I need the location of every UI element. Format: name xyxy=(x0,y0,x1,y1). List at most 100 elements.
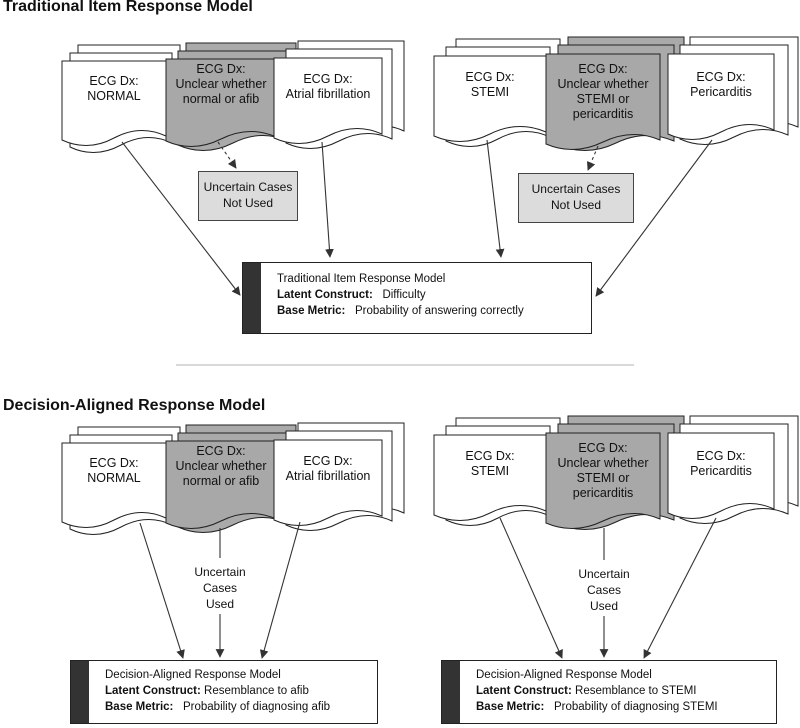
arrow-afib-to-afib-model xyxy=(259,521,301,659)
construct-value: Resemblance to afib xyxy=(204,685,309,697)
model-title: Decision-Aligned Response Model xyxy=(476,669,652,681)
doc-label-line: Atrial fibrillation xyxy=(285,87,371,101)
model-metric-row: Base Metric: Probability of diagnosing S… xyxy=(476,699,770,715)
doc-stack-stemi-bottom xyxy=(433,417,561,526)
doc-label-stemi-bottom: ECG Dx: STEMI xyxy=(434,449,546,479)
doc-label-line: STEMI xyxy=(470,464,510,478)
doc-label-line: Pericarditis xyxy=(690,464,752,478)
doc-label-normal: ECG Dx: NORMAL xyxy=(62,74,166,104)
uncertain-not-used-box-stemi: Uncertain Cases Not Used xyxy=(518,173,634,223)
section-title-traditional: Traditional Item Response Model xyxy=(3,0,253,15)
uncertain-used-label-afib: Uncertain Cases Used xyxy=(185,564,255,612)
doc-label-line: ECG Dx: xyxy=(303,72,353,86)
model-box-accent-bar xyxy=(71,661,89,723)
arrow-pericarditis-to-stemi-model xyxy=(643,517,717,659)
model-box-accent-bar xyxy=(243,263,261,333)
traditional-model-box: Traditional Item Response Model Latent C… xyxy=(242,262,592,334)
afib-model-box: Decision-Aligned Response Model Latent C… xyxy=(70,660,378,724)
construct-label: Latent Construct: xyxy=(105,685,201,697)
model-metric-row: Base Metric: Probability of answering co… xyxy=(277,303,585,319)
doc-label-line: normal or afib xyxy=(182,92,260,106)
doc-stack-afib-bottom xyxy=(273,422,405,531)
doc-label-afib: ECG Dx: Atrial fibrillation xyxy=(274,72,382,102)
used-label-line: Used xyxy=(589,599,618,613)
used-label-line: Used xyxy=(205,597,234,611)
construct-label: Latent Construct: xyxy=(277,289,373,301)
doc-label-line: STEMI or xyxy=(576,92,630,106)
doc-stack-normal-bottom xyxy=(61,426,181,535)
doc-stack-normal xyxy=(61,44,181,153)
doc-label-line: ECG Dx: xyxy=(303,454,353,468)
arrow-normal-to-traditional xyxy=(121,141,241,296)
uncertain-label-line: Not Used xyxy=(550,198,602,212)
model-construct-row: Latent Construct: Difficulty xyxy=(277,287,585,303)
model-construct-row: Latent Construct: Resemblance to afib xyxy=(105,683,371,699)
doc-label-line: Unclear whether xyxy=(557,456,649,470)
doc-label-line: NORMAL xyxy=(87,89,141,103)
uncertain-used-label-stemi: Uncertain Cases Used xyxy=(569,566,639,614)
doc-stack-pericarditis xyxy=(667,36,799,145)
doc-label-unclear-afib-bottom: ECG Dx: Unclear whether normal or afib xyxy=(166,444,276,489)
arrow-stemi-to-stemi-model xyxy=(499,517,563,659)
doc-label-line: pericarditis xyxy=(572,107,634,121)
metric-value: Probability of diagnosing afib xyxy=(182,701,331,713)
doc-stack-pericarditis-bottom xyxy=(667,415,799,524)
doc-label-pericarditis-bottom: ECG Dx: Pericarditis xyxy=(668,449,774,479)
model-box-content: Decision-Aligned Response Model Latent C… xyxy=(105,667,371,715)
doc-label-unclear-afib: ECG Dx: Unclear whether normal or afib xyxy=(166,62,276,107)
model-title: Traditional Item Response Model xyxy=(277,273,446,285)
model-title: Decision-Aligned Response Model xyxy=(105,669,281,681)
arrow-normal-to-afib-model xyxy=(139,522,185,659)
doc-label-line: Unclear whether xyxy=(175,77,267,91)
construct-value: Resemblance to STEMI xyxy=(575,685,697,697)
doc-label-normal-bottom: ECG Dx: NORMAL xyxy=(62,456,166,486)
model-construct-row: Latent Construct: Resemblance to STEMI xyxy=(476,683,770,699)
model-box-accent-bar xyxy=(442,661,460,723)
doc-stack-unclear-stemi-bottom xyxy=(545,415,685,530)
doc-label-unclear-stemi: ECG Dx: Unclear whether STEMI or pericar… xyxy=(546,62,660,122)
metric-label: Base Metric: xyxy=(277,305,346,317)
doc-label-line: ECG Dx: xyxy=(89,456,139,470)
stemi-model-box: Decision-Aligned Response Model Latent C… xyxy=(441,660,777,724)
arrow-pericarditis-to-traditional xyxy=(595,139,713,297)
uncertain-label-line: Not Used xyxy=(222,196,274,210)
doc-label-afib-bottom: ECG Dx: Atrial fibrillation xyxy=(274,454,382,484)
doc-label-unclear-stemi-bottom: ECG Dx: Unclear whether STEMI or pericar… xyxy=(546,441,660,501)
doc-label-line: Pericarditis xyxy=(690,85,752,99)
doc-label-line: STEMI xyxy=(470,85,510,99)
doc-stack-afib xyxy=(273,40,405,149)
doc-label-line: ECG Dx: xyxy=(465,449,515,463)
doc-label-line: ECG Dx: xyxy=(696,70,746,84)
doc-label-line: ECG Dx: xyxy=(89,74,139,88)
model-metric-row: Base Metric: Probability of diagnosing a… xyxy=(105,699,371,715)
doc-label-stemi: ECG Dx: STEMI xyxy=(434,70,546,100)
used-label-line: Uncertain xyxy=(194,565,246,579)
metric-label: Base Metric: xyxy=(476,701,545,713)
uncertain-label-line: Uncertain Cases xyxy=(531,182,621,196)
doc-label-line: Atrial fibrillation xyxy=(285,469,371,483)
metric-value: Probability of answering correctly xyxy=(354,305,524,317)
doc-label-line: pericarditis xyxy=(572,486,634,500)
doc-label-line: normal or afib xyxy=(182,474,260,488)
doc-label-line: STEMI or xyxy=(576,471,630,485)
uncertain-not-used-box-afib: Uncertain Cases Not Used xyxy=(198,171,298,221)
doc-label-line: ECG Dx: xyxy=(696,449,746,463)
doc-stack-unclear-stemi xyxy=(545,36,685,151)
doc-label-line: ECG Dx: xyxy=(465,70,515,84)
doc-stack-stemi xyxy=(433,38,561,147)
used-label-line: Uncertain xyxy=(578,567,630,581)
doc-label-line: Unclear whether xyxy=(557,77,649,91)
construct-label: Latent Construct: xyxy=(476,685,572,697)
arrow-stemi-to-traditional xyxy=(486,139,505,258)
doc-label-line: NORMAL xyxy=(87,471,141,485)
metric-value: Probability of diagnosing STEMI xyxy=(553,701,718,713)
uncertain-label-line: Uncertain Cases xyxy=(203,180,293,194)
doc-label-line: ECG Dx: xyxy=(578,441,628,455)
doc-stack-unclear-afib-bottom xyxy=(165,424,297,533)
doc-label-line: Unclear whether xyxy=(175,459,267,473)
doc-label-line: ECG Dx: xyxy=(196,62,246,76)
used-label-line: Cases xyxy=(586,583,621,597)
section-title-decision-aligned: Decision-Aligned Response Model xyxy=(3,397,266,414)
arrow-unclear-stemi-to-not-used xyxy=(586,145,599,171)
